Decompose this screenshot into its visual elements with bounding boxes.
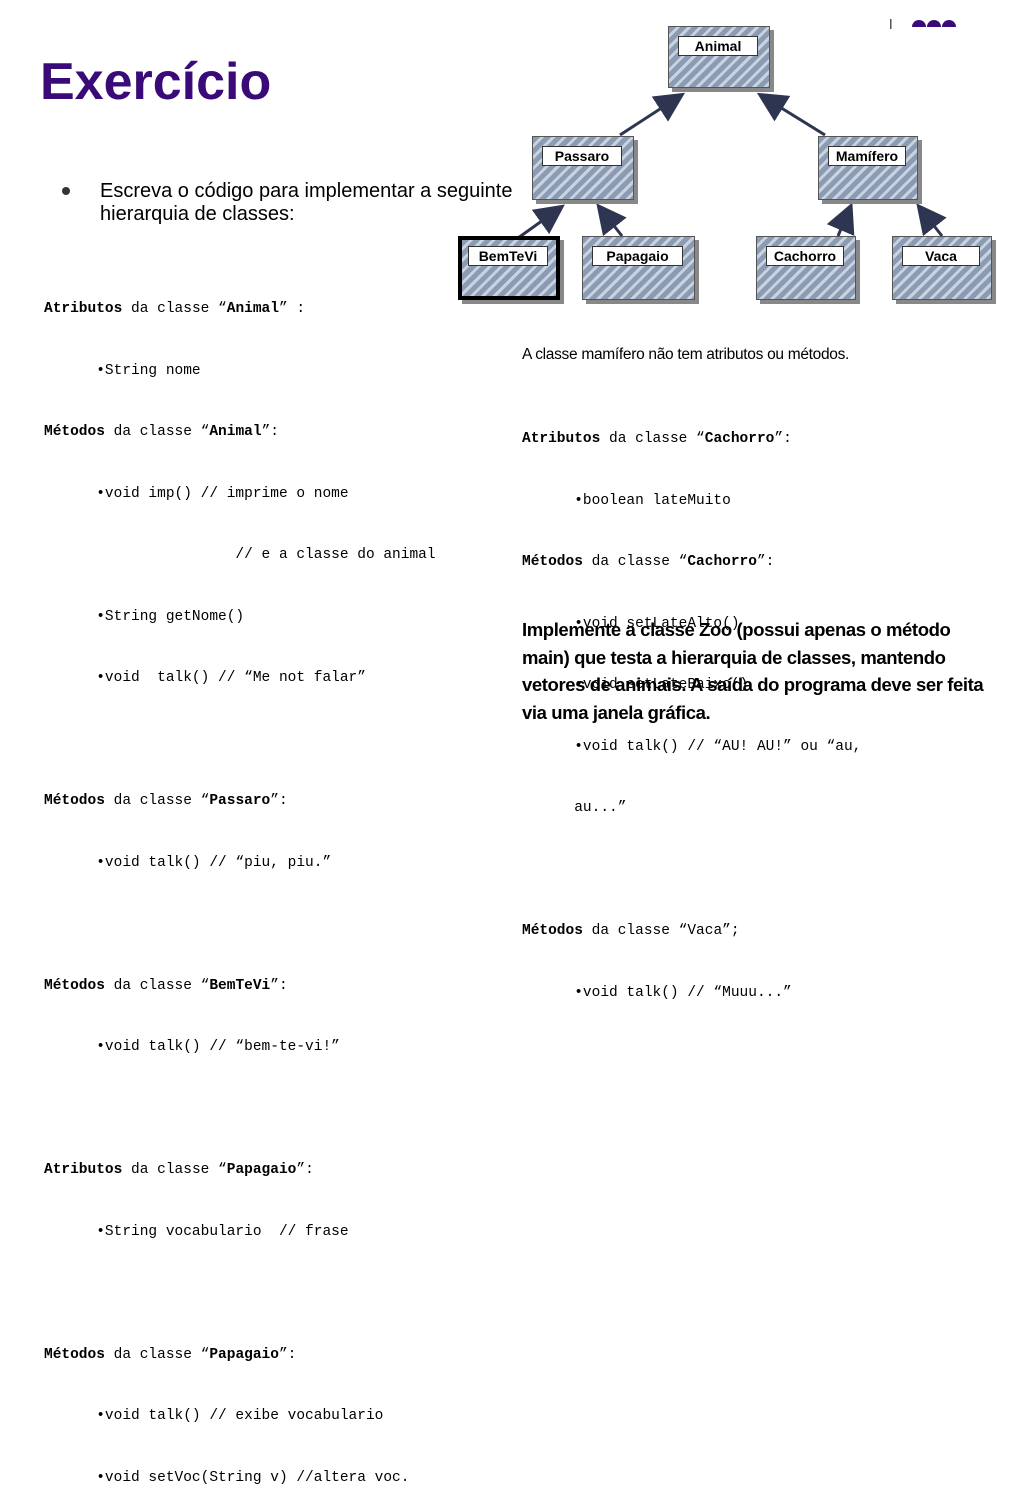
code-line: •void setLateBaixo() [522,677,749,693]
code-line: •boolean lateMuito [522,492,731,509]
code-text: ”: [296,1162,314,1178]
decorative-dots-icon [890,19,960,36]
class-label: Passaro [542,146,622,166]
keyword: Métodos [44,793,105,809]
code-text: da classe “ [122,301,227,317]
code-text: da classe “ [122,1162,227,1178]
code-text: da classe “ [104,424,210,440]
code-line: // e a classe do animal [44,547,436,563]
code-text: da classe “Vaca”; [582,923,740,939]
blank-line [522,860,861,881]
code-line: au...” [522,800,627,816]
code-line: •String getNome() [44,608,245,625]
blank-line [44,1099,436,1120]
class-label: BemTeVi [468,246,548,266]
blank-line [44,1283,436,1304]
arrow-passaro-animal [619,92,686,137]
arrow-bemtevi-passaro [517,204,565,240]
code-text: ”: [756,554,775,570]
code-text: da classe “ [582,554,688,570]
class-box-bemtevi: BemTeVi [458,236,560,300]
class-box-papagaio: Papagaio [582,236,695,300]
code-text: ” : [278,301,306,317]
code-line: •void talk() // “piu, piu.” [44,854,332,871]
code-text: da classe “ [104,793,210,809]
class-name: Cachorro [704,431,775,447]
class-name: Animal [226,301,279,317]
arrow-mamifero-animal [756,92,826,137]
code-line: •void imp() // imprime o nome [44,485,349,502]
class-name: BemTeVi [209,977,271,994]
blank-line [44,914,436,935]
slide-title: Exercício [40,53,272,111]
class-box-vaca: Vaca [892,236,992,300]
blank-line [44,730,436,751]
keyword: Métodos [522,554,583,570]
arrow-vaca-mamifero [916,203,947,237]
code-text: ”: [270,977,288,994]
class-label: Vaca [902,246,980,266]
inheritance-arrows [517,92,947,240]
code-text: ”: [774,431,792,447]
class-name: Animal [209,424,262,440]
class-name: Passaro [209,793,271,809]
keyword: Métodos [44,977,105,994]
code-line: •String nome [44,362,201,379]
keyword: Métodos [44,1346,105,1363]
code-line: •void talk() // “Muuu...” [522,984,792,1001]
code-text: ”: [278,1346,297,1363]
class-box-animal: Animal [668,26,770,88]
class-label: Animal [678,36,758,56]
class-label: Mamífero [828,146,906,166]
code-line: •void talk() // “bem-te-vi!” [44,1039,340,1055]
keyword: Atributos [522,431,601,447]
code-line: •void talk() // “Me not falar” [44,670,366,686]
code-text: ”: [261,424,279,440]
keyword: Métodos [44,424,105,440]
bullet-text: Escreva o código para implementar a segu… [100,180,513,225]
code-line: •void talk() // “AU! AU!” ou “au, [522,738,862,755]
class-label: Papagaio [592,246,683,266]
class-name: Cachorro [687,554,757,570]
code-line: •String vocabulario // frase [44,1223,349,1240]
mamifero-note: A classe mamífero não tem atributos ou m… [522,346,850,363]
keyword: Atributos [44,1162,123,1178]
class-label: Cachorro [766,246,844,266]
keyword: Métodos [522,923,583,939]
arrow-cachorro-mamifero [826,202,855,237]
code-line: •void setLateAlto() [522,615,740,632]
class-box-cachorro: Cachorro [756,236,856,300]
code-text: da classe “ [600,431,705,447]
arrow-papagaio-passaro [596,203,627,237]
class-box-passaro: Passaro [532,136,634,200]
class-name: Papagaio [209,1346,279,1363]
bullet-point-icon [62,187,70,195]
code-line: •void talk() // exibe vocabulario [44,1408,384,1424]
code-text: ”: [270,793,288,809]
code-line: •void setVoc(String v) //altera voc. [44,1469,410,1486]
code-text: da classe “ [104,1346,210,1363]
class-name: Papagaio [226,1162,297,1178]
code-text: da classe “ [104,977,210,994]
code-block-left: Atributos da classe “Animal” : •String n… [44,258,436,1509]
implement-instructions: Implemente a classe Zoo (possui apenas o… [522,619,984,723]
keyword: Atributos [44,301,123,317]
class-box-mamifero: Mamífero [818,136,918,200]
